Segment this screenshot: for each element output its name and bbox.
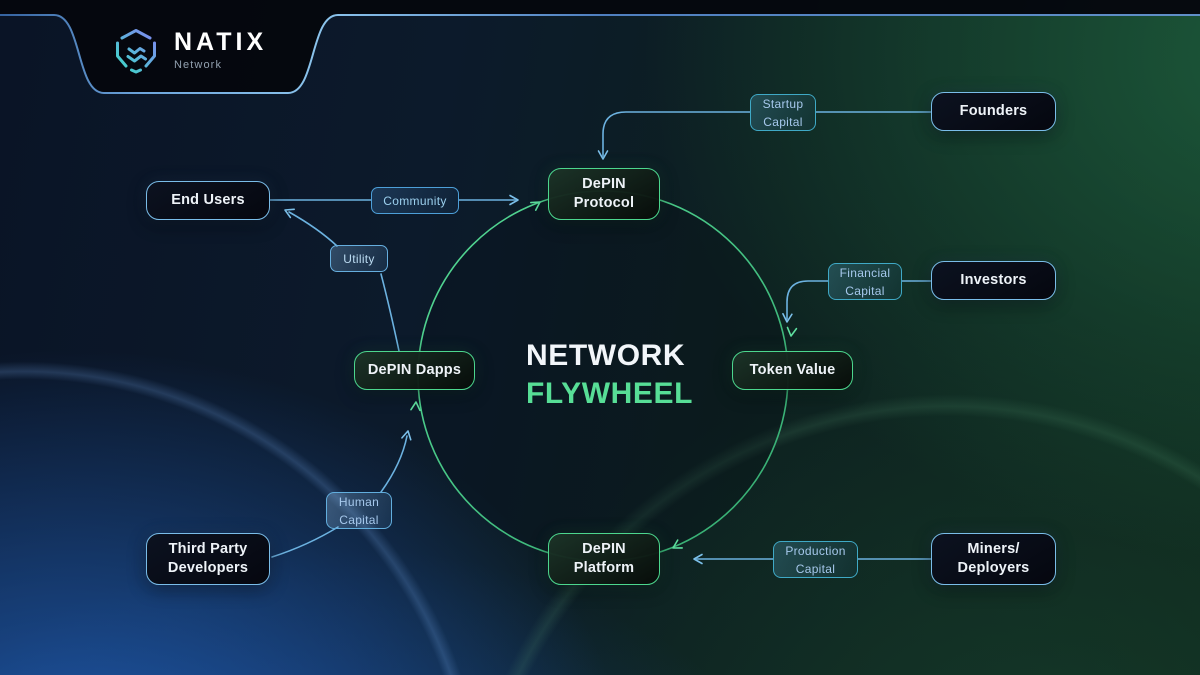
label-production-capital: Production Capital (773, 541, 858, 578)
title-line-1: NETWORK (526, 339, 686, 372)
brand-subtitle: Network (174, 58, 223, 71)
node-depin-dapps: DePIN Dapps (354, 351, 475, 390)
arrow-into-endusers (284, 208, 295, 219)
startup-capital-line (602, 111, 751, 157)
node-investors-label: Investors (960, 271, 1027, 288)
node-depin-protocol-line1: DePIN (582, 175, 626, 192)
node-depin-dapps-label: DePIN Dapps (367, 361, 462, 378)
node-depin-protocol: DePIN Protocol (548, 168, 660, 220)
brand-logo: NATIX Network (111, 26, 267, 74)
node-end-users: End Users (146, 181, 270, 220)
arrow-into-dapps-green (410, 401, 421, 412)
node-depin-platform-line1: DePIN (582, 540, 626, 557)
label-community-text: Community (383, 193, 447, 208)
node-depin-platform: DePIN Platform (548, 533, 660, 585)
label-financial-capital-line1: Financial (839, 265, 891, 280)
financial-capital-line (786, 280, 829, 320)
arrow-into-tokenvalue-green (786, 326, 798, 337)
dapps-utility-line (380, 273, 400, 352)
node-token-value-label: Token Value (749, 361, 836, 378)
node-end-users-label: End Users (171, 191, 245, 208)
node-miners-line1: Miners/ (967, 540, 1020, 557)
brand-name: NATIX (174, 27, 268, 56)
blue-connectors (269, 111, 932, 560)
node-token-value: Token Value (732, 351, 853, 390)
brand-text: NATIX Network (174, 27, 268, 71)
human-capital-line (380, 435, 408, 493)
node-founders-label: Founders (959, 102, 1028, 119)
natix-logo-icon (116, 29, 156, 74)
label-utility-text: Utility (343, 251, 375, 266)
flywheel-inner-shade (419, 192, 787, 560)
label-startup-capital-line2: Capital (763, 114, 803, 129)
node-investors: Investors (931, 261, 1056, 300)
label-production-capital-line2: Capital (795, 561, 836, 576)
label-utility: Utility (330, 245, 388, 272)
label-financial-capital: Financial Capital (828, 263, 902, 300)
arrow-into-protocol-left (530, 201, 541, 211)
label-human-capital-line1: Human (338, 494, 380, 509)
green-arrowheads (410, 201, 798, 549)
label-human-capital: Human Capital (326, 492, 392, 529)
node-founders: Founders (931, 92, 1056, 131)
arrow-into-tokenvalue-blue (782, 312, 793, 323)
node-third-party-developers: Third Party Developers (146, 533, 270, 585)
label-community: Community (371, 187, 459, 214)
utility-line (288, 211, 338, 247)
arrow-community-right (509, 194, 519, 206)
label-human-capital-line2: Capital (339, 512, 379, 527)
arrow-into-protocol-top (597, 150, 609, 160)
node-depin-protocol-line2: Protocol (573, 195, 635, 211)
label-financial-capital-line2: Capital (845, 283, 885, 298)
diagram-title: NETWORK FLYWHEEL (526, 337, 693, 413)
header-frame-line (0, 14, 1200, 94)
developers-line (271, 526, 339, 558)
node-miners-line2: Deployers (957, 560, 1030, 576)
arrow-into-platform-right (693, 553, 703, 565)
node-developers-line1: Third Party (168, 540, 248, 557)
node-developers-line2: Developers (167, 560, 249, 576)
label-startup-capital: Startup Capital (750, 94, 816, 131)
arrow-into-platform-green (672, 539, 683, 549)
arrow-into-dapps-blue (401, 430, 412, 441)
header-notch-fill (0, 0, 1200, 93)
node-miners-deployers: Miners/ Deployers (931, 533, 1056, 585)
label-startup-capital-line1: Startup (762, 96, 804, 111)
label-production-capital-line1: Production (785, 543, 846, 558)
node-depin-platform-line2: Platform (573, 560, 635, 576)
blue-arrowheads (284, 150, 793, 565)
title-line-2: FLYWHEEL (526, 377, 694, 410)
